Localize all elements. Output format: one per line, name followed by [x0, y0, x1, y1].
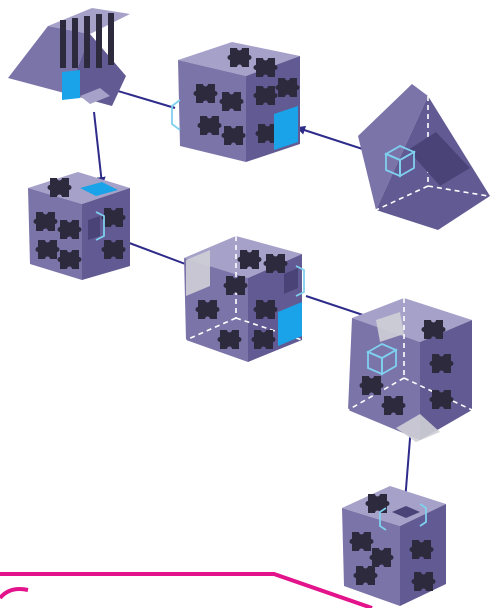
right-wedge-icon [358, 84, 490, 230]
frame-corner-arc [0, 587, 29, 600]
left-cube-icon [28, 172, 130, 280]
bottom-cube-icon [342, 486, 446, 606]
middle-cube-icon [184, 236, 305, 362]
slatted-wedge-icon [8, 8, 130, 106]
top-cube-icon [171, 42, 300, 162]
magenta-frame [0, 572, 373, 608]
right-cube-icon [347, 298, 473, 442]
arrow-slatted-wedge-to-left-cube [93, 111, 106, 186]
